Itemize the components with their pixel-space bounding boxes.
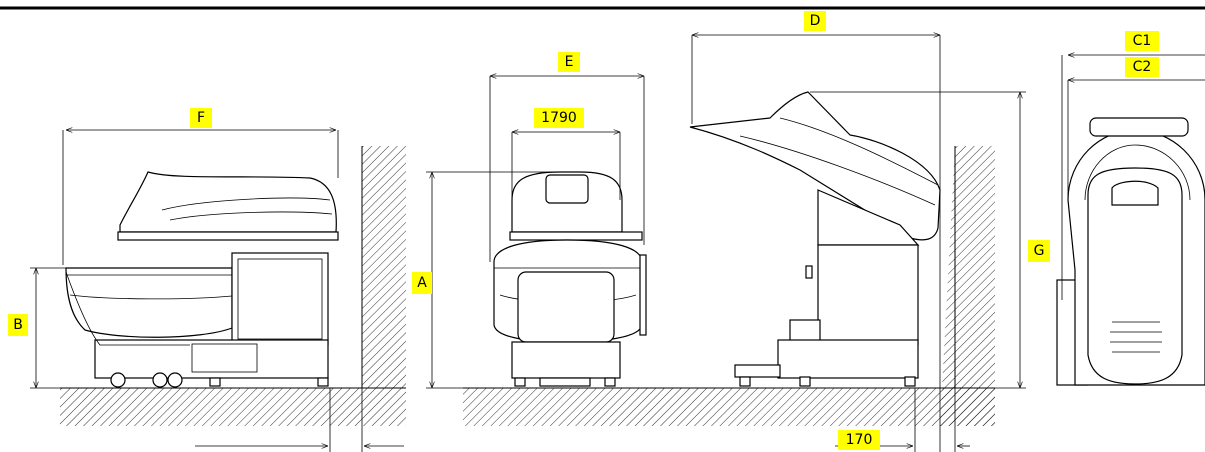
dimension-C1 — [1061, 55, 1205, 300]
side-wall-clearance — [195, 388, 404, 452]
dimension-F — [62, 130, 339, 265]
svg-text:170: 170 — [846, 432, 873, 448]
floor-hatching — [60, 387, 995, 426]
label-C2: C2 — [1125, 57, 1159, 77]
svg-text:1790: 1790 — [541, 110, 577, 126]
svg-text:F: F — [197, 110, 205, 126]
dimension-D — [691, 35, 941, 452]
front-view-mixer — [493, 171, 647, 387]
label-A: A — [412, 272, 432, 294]
side-view-mixer — [65, 171, 339, 388]
dimension-1790 — [511, 132, 621, 200]
dimension-E — [489, 76, 645, 262]
dimension-C2 — [1067, 80, 1205, 200]
label-170: 170 — [838, 430, 880, 450]
label-B: B — [8, 314, 28, 336]
dimension-G — [810, 91, 1026, 389]
dimension-B — [30, 267, 66, 389]
svg-text:C2: C2 — [1133, 59, 1152, 75]
label-C1: C1 — [1125, 31, 1159, 51]
top-view-mixer — [1056, 117, 1205, 386]
svg-text:B: B — [13, 317, 23, 333]
label-F: F — [190, 108, 212, 128]
label-G: G — [1028, 240, 1050, 262]
svg-text:E: E — [565, 54, 574, 70]
svg-text:G: G — [1034, 243, 1045, 259]
wall-hatching — [361, 146, 995, 426]
label-1790: 1790 — [534, 108, 584, 128]
open-lid-view-mixer — [689, 91, 941, 387]
label-D: D — [804, 11, 826, 31]
svg-text:D: D — [810, 13, 821, 29]
svg-text:A: A — [417, 275, 427, 291]
label-E: E — [558, 52, 580, 72]
svg-text:C1: C1 — [1133, 33, 1152, 49]
